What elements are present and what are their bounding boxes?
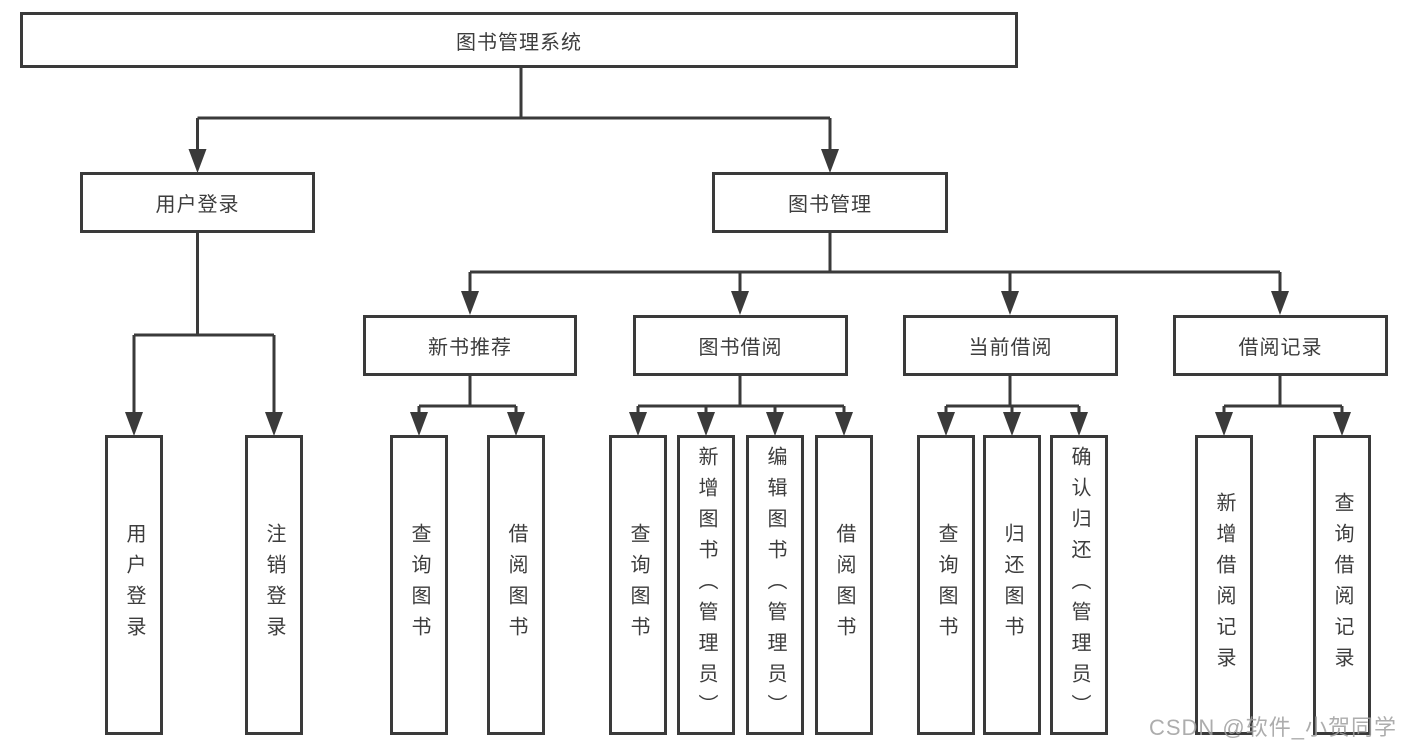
node-book-borrowing: 图书借阅 [633, 315, 848, 376]
connector-new-book-recommend-to-leaves [410, 376, 525, 436]
leaf-query-borrow-record: 查询借阅记录 [1313, 435, 1371, 735]
leaf-query-books-borrowing: 查询图书 [609, 435, 667, 735]
leaf-logout: 注销登录 [245, 435, 303, 735]
node-user-login: 用户登录 [80, 172, 315, 233]
leaf-borrow-books: 借阅图书 [815, 435, 873, 735]
leaf-add-borrow-record: 新增借阅记录 [1195, 435, 1253, 735]
node-borrowing-records: 借阅记录 [1173, 315, 1388, 376]
leaf-edit-books-admin: 编辑图书（管理员） [746, 435, 804, 735]
csdn-watermark: CSDN @软件_小贺同学 [1148, 715, 1397, 740]
leaf-query-books-current: 查询图书 [917, 435, 975, 735]
leaf-user-login: 用户登录 [105, 435, 163, 735]
leaf-borrow-books-recommend: 借阅图书 [487, 435, 545, 735]
connector-borrowing-records-to-leaves [1215, 376, 1351, 436]
node-root: 图书管理系统 [20, 12, 1018, 68]
leaf-return-books: 归还图书 [983, 435, 1041, 735]
leaf-confirm-return-admin: 确认归还（管理员） [1050, 435, 1108, 735]
node-current-borrowing: 当前借阅 [903, 315, 1118, 376]
connector-root-to-branches [188, 68, 839, 173]
connector-book-management-to-groups [461, 233, 1289, 315]
leaf-query-books-recommend: 查询图书 [390, 435, 448, 735]
connector-user-login-to-leaves [125, 233, 283, 436]
connector-book-borrowing-to-leaves [629, 376, 853, 436]
node-new-book-recommend: 新书推荐 [363, 315, 577, 376]
node-book-management: 图书管理 [712, 172, 948, 233]
leaf-add-books-admin: 新增图书（管理员） [677, 435, 735, 735]
connector-current-borrowing-to-leaves [937, 376, 1088, 436]
